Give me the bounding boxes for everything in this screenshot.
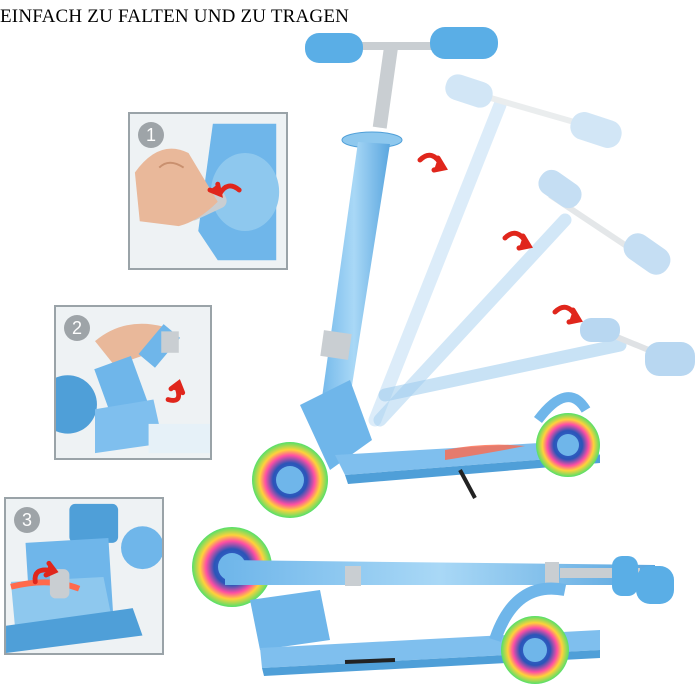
curved-arrow-icon <box>165 379 186 403</box>
step-2-illustration <box>56 307 210 458</box>
curved-arrow-icon <box>417 152 583 325</box>
step-number-badge: 1 <box>138 122 164 148</box>
curved-arrow-icon <box>207 181 242 198</box>
page-title: EINFACH ZU FALTEN UND ZU TRAGEN <box>0 6 350 27</box>
folding-ghost-3 <box>378 318 695 402</box>
curved-arrow-icon <box>32 560 59 585</box>
step-number-badge: 2 <box>64 315 90 341</box>
upright-scooter <box>252 27 600 518</box>
folding-ghost-1 <box>368 74 622 427</box>
step-2-inset: 2 <box>54 305 212 460</box>
step-1-inset: 1 <box>128 112 288 270</box>
step-3-inset: 3 <box>4 497 164 655</box>
step-3-illustration <box>6 499 162 653</box>
step-number-badge: 3 <box>14 507 40 533</box>
folded-scooter <box>192 527 674 684</box>
